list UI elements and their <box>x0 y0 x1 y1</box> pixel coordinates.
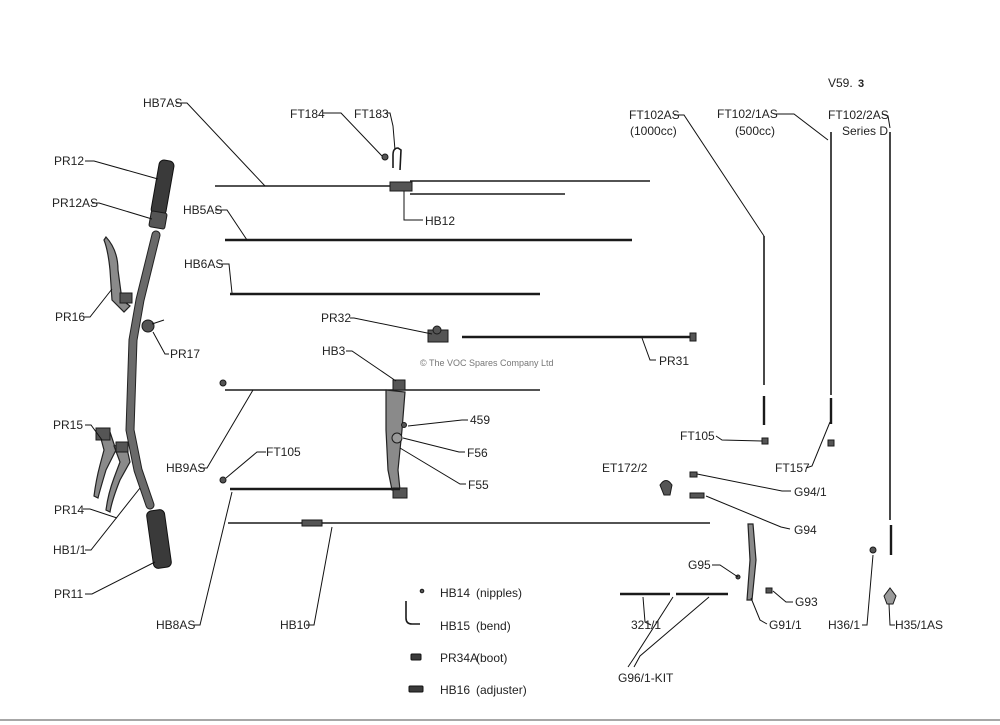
label-g96-1-kit: G96/1-KIT <box>618 671 674 685</box>
control-cables <box>215 147 710 527</box>
legend-desc-hb16: (adjuster) <box>476 683 527 697</box>
label-f56: F56 <box>467 446 488 460</box>
clutch-lever <box>93 431 117 499</box>
label-g95: G95 <box>688 558 711 572</box>
label-hb7as: HB7AS <box>143 96 182 110</box>
label-ft105-left: FT105 <box>266 445 301 459</box>
label-ft102-2as-sub: Series D <box>842 124 888 138</box>
grip-collar <box>148 210 168 230</box>
label-459: 459 <box>470 413 490 427</box>
label-hb3: HB3 <box>322 344 346 358</box>
label-ft157: FT157 <box>775 461 810 475</box>
label-pr32: PR32 <box>321 311 351 325</box>
leader-lines <box>83 102 895 668</box>
label-ft102-1as: FT102/1AS <box>717 107 778 121</box>
label-ft102as: FT102AS <box>629 108 680 122</box>
switch-unit <box>141 319 155 333</box>
gear-lever-ball <box>659 480 673 496</box>
label-g93: G93 <box>795 595 818 609</box>
label-hb6as: HB6AS <box>184 257 223 271</box>
legend-code-pr34a: PR34A <box>440 651 478 665</box>
cable-adjuster-hb12 <box>389 181 413 192</box>
legend-desc-hb15: (bend) <box>476 619 511 633</box>
label-pr31: PR31 <box>659 354 689 368</box>
lever-bracket-hb3 <box>392 379 406 391</box>
nipple-icon <box>419 588 425 594</box>
legend-desc-pr34a: (boot) <box>476 651 507 665</box>
label-ft102-1as-sub: (500cc) <box>735 124 775 138</box>
grip-top <box>150 159 175 216</box>
label-ft105-right: FT105 <box>680 429 715 443</box>
label-pr15: PR15 <box>53 418 83 432</box>
label-et172-2: ET172/2 <box>602 461 648 475</box>
diagram-ref-prefix: V59. <box>828 76 853 90</box>
label-pr12as: PR12AS <box>52 196 98 210</box>
label-pr11: PR11 <box>54 587 83 601</box>
bend-icon <box>405 601 420 625</box>
speedo-cables <box>761 132 893 555</box>
switch-h35 <box>883 587 897 605</box>
label-hb8as: HB8AS <box>156 618 195 632</box>
label-g91-1: G91/1 <box>769 618 802 632</box>
part-labels: HB7AS FT184 FT183 PR12 PR12AS HB5AS HB12… <box>52 96 943 685</box>
grip-bottom <box>146 509 172 569</box>
label-g94: G94 <box>794 523 817 537</box>
legend-code-hb16: HB16 <box>440 683 470 697</box>
label-hb9as: HB9AS <box>166 461 205 475</box>
adjuster-icon <box>408 685 424 693</box>
label-h35-1as: H35/1AS <box>895 618 943 632</box>
label-hb10: HB10 <box>280 618 310 632</box>
label-321-1: 321/1 <box>631 618 661 632</box>
label-pr17: PR17 <box>170 347 200 361</box>
boot-icon <box>410 653 422 661</box>
gear-linkage-parts <box>620 471 897 605</box>
handlebar-assembly <box>93 159 175 569</box>
label-g94-1: G94/1 <box>794 485 827 499</box>
legend-code-hb14: HB14 <box>440 586 470 600</box>
gear-lever-g91 <box>746 523 757 601</box>
copyright-watermark: © The VOC Spares Company Ltd <box>420 358 554 368</box>
label-pr16: PR16 <box>55 310 85 324</box>
label-h36-1: H36/1 <box>828 618 860 632</box>
legend-desc-hb14: (nipples) <box>476 586 522 600</box>
label-ft102as-sub: (1000cc) <box>630 124 677 138</box>
label-f55: F55 <box>468 478 489 492</box>
choke-lever <box>105 443 131 513</box>
lever-pivot-top <box>119 292 133 304</box>
label-hb5as: HB5AS <box>183 203 222 217</box>
parts-legend: HB14 (nipples) HB15 (bend) PR34A (boot) … <box>405 586 527 697</box>
label-ft102-2as: FT102/2AS <box>828 108 889 122</box>
label-pr12: PR12 <box>54 154 84 168</box>
front-brake-lever <box>103 236 131 313</box>
label-hb12: HB12 <box>425 214 455 228</box>
legend-code-hb15: HB15 <box>440 619 470 633</box>
label-hb1-1: HB1/1 <box>53 543 87 557</box>
diagram-ref-number: 3 <box>858 78 864 90</box>
label-ft184: FT184 <box>290 107 325 121</box>
label-ft183: FT183 <box>354 107 389 121</box>
label-pr14: PR14 <box>54 503 84 517</box>
